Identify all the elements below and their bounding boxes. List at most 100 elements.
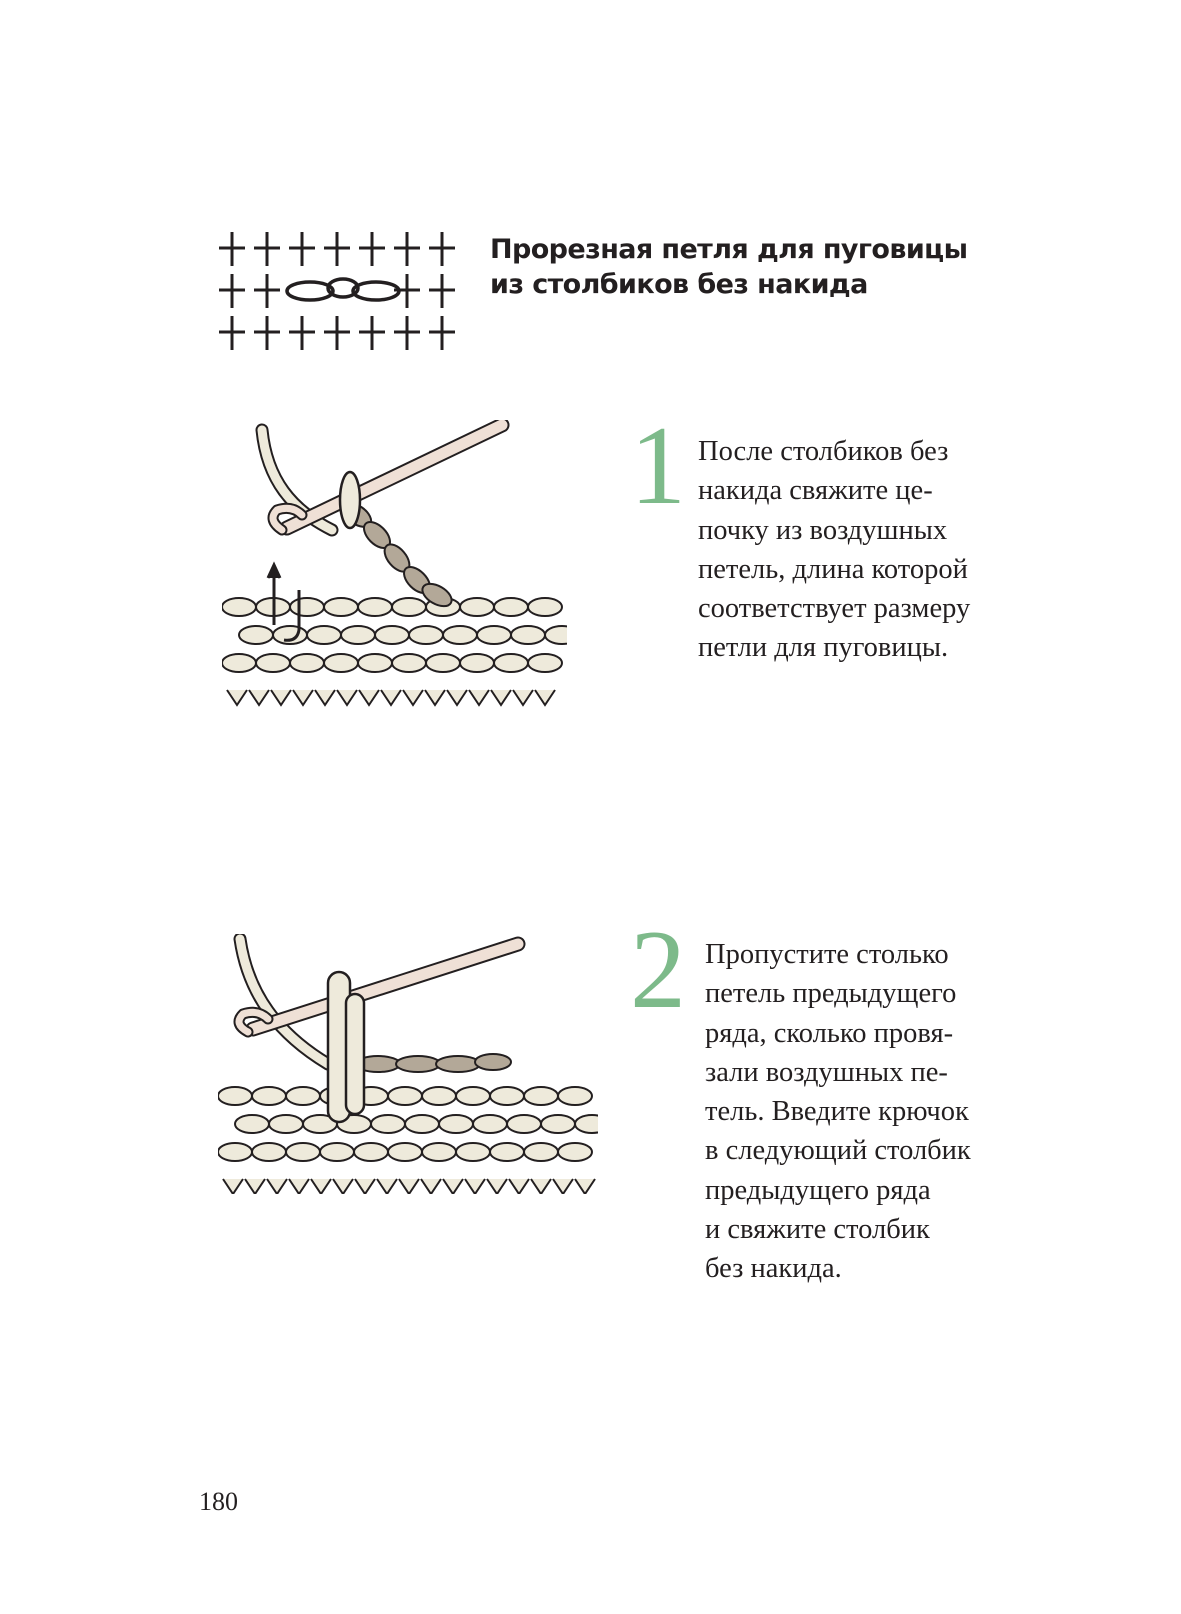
stitch (332, 1178, 354, 1194)
step-2-illustration (218, 934, 598, 1194)
stitch (288, 1178, 310, 1194)
step-1-text: После столбиков без накида свяжите це- п… (698, 432, 970, 668)
text-line: накида свяжите це- (698, 475, 933, 507)
single-crochet-symbol (324, 316, 350, 350)
step-number: 1 (630, 404, 686, 528)
stitch (357, 597, 393, 617)
text-line: и свяжите столбик (705, 1214, 930, 1246)
text-line: без накида. (705, 1253, 842, 1285)
stitch (354, 1178, 376, 1194)
stitch (476, 625, 512, 645)
single-crochet-symbol (429, 232, 455, 266)
text-line: соответствует размеру (698, 593, 971, 625)
stitch (420, 1178, 442, 1194)
fabric-rows (218, 1086, 598, 1194)
stitch (310, 1178, 332, 1194)
stitch (380, 689, 402, 707)
stitch (421, 1142, 457, 1162)
stitch (486, 1178, 508, 1194)
stitch (459, 653, 495, 673)
stitch (251, 1086, 287, 1106)
stitch (268, 1114, 304, 1134)
stitch (289, 653, 325, 673)
text-line: тель. Введите крючок (705, 1096, 969, 1128)
text-line: петель предыдущего (705, 978, 957, 1010)
step-2-text: Пропустите столько петель предыдущего ря… (705, 935, 971, 1289)
stitch (374, 625, 410, 645)
chain-stitches (355, 1053, 512, 1073)
stitch (336, 689, 358, 707)
stitch (530, 1178, 552, 1194)
stitch (508, 1178, 530, 1194)
crochet-hook-icon (267, 420, 510, 536)
stitch (472, 1114, 508, 1134)
stitch (323, 597, 359, 617)
stitch (468, 689, 490, 707)
stitch (244, 1178, 266, 1194)
stitch (402, 689, 424, 707)
stitch (442, 1178, 464, 1194)
single-crochet-symbol (429, 274, 455, 308)
single-crochet-symbol (289, 316, 315, 350)
stitch (248, 689, 270, 707)
stitch (523, 1086, 559, 1106)
stitch (523, 1142, 559, 1162)
stitch (489, 1086, 525, 1106)
stitch (527, 597, 563, 617)
crochet-chart-icon (219, 232, 455, 350)
stitch (464, 1178, 486, 1194)
stitch (266, 1178, 288, 1194)
stitch (387, 1142, 423, 1162)
title-line: Прорезная петля для пуговицы (490, 234, 968, 265)
text-line: в следующий столбик (705, 1135, 971, 1167)
stitch (226, 689, 248, 707)
stitch (314, 689, 336, 707)
stitch (493, 597, 529, 617)
single-crochet-symbol (219, 274, 245, 308)
fabric-rows (222, 597, 567, 707)
stitch (292, 689, 314, 707)
text-line: предыдущего ряда (705, 1174, 931, 1206)
stitch (527, 653, 563, 673)
stitch (442, 625, 478, 645)
stitch (506, 1114, 542, 1134)
stitch (285, 1086, 321, 1106)
stitch (534, 689, 556, 707)
single-crochet-symbol (359, 316, 385, 350)
stitch (387, 1086, 423, 1106)
stitch (357, 653, 393, 673)
step-1-illustration (222, 420, 567, 707)
single-crochet-symbol (394, 232, 420, 266)
text-line: зали воздушных пе- (705, 1056, 948, 1088)
page-number: 180 (199, 1487, 238, 1516)
stitch (404, 1114, 440, 1134)
stitch (425, 653, 461, 673)
stitch (544, 625, 567, 645)
title-line: из столбиков без накида (490, 269, 868, 300)
text-line: После столбиков без (698, 436, 949, 467)
stitch (222, 1178, 244, 1194)
crochet-hook-icon (233, 936, 526, 1038)
stitch (459, 597, 495, 617)
stitch (391, 597, 427, 617)
stitch (319, 1142, 355, 1162)
step-number: 2 (630, 908, 686, 1032)
stitch (370, 1114, 406, 1134)
stitch (353, 1142, 389, 1162)
stitch (340, 625, 376, 645)
text-line: почку из воздушных (698, 514, 948, 546)
stitch (438, 1114, 474, 1134)
stitch (398, 1178, 420, 1194)
single-crochet-symbol (254, 274, 280, 308)
stitch (512, 689, 534, 707)
text-line: петли для пуговицы. (698, 632, 949, 664)
stitch (455, 1086, 491, 1106)
stitch (552, 1178, 574, 1194)
stitch (323, 653, 359, 673)
single-crochet-symbol (359, 232, 385, 266)
stitch (540, 1114, 576, 1134)
stitch (489, 1142, 525, 1162)
stitch (424, 689, 446, 707)
stitch (493, 653, 529, 673)
stitch (408, 625, 444, 645)
